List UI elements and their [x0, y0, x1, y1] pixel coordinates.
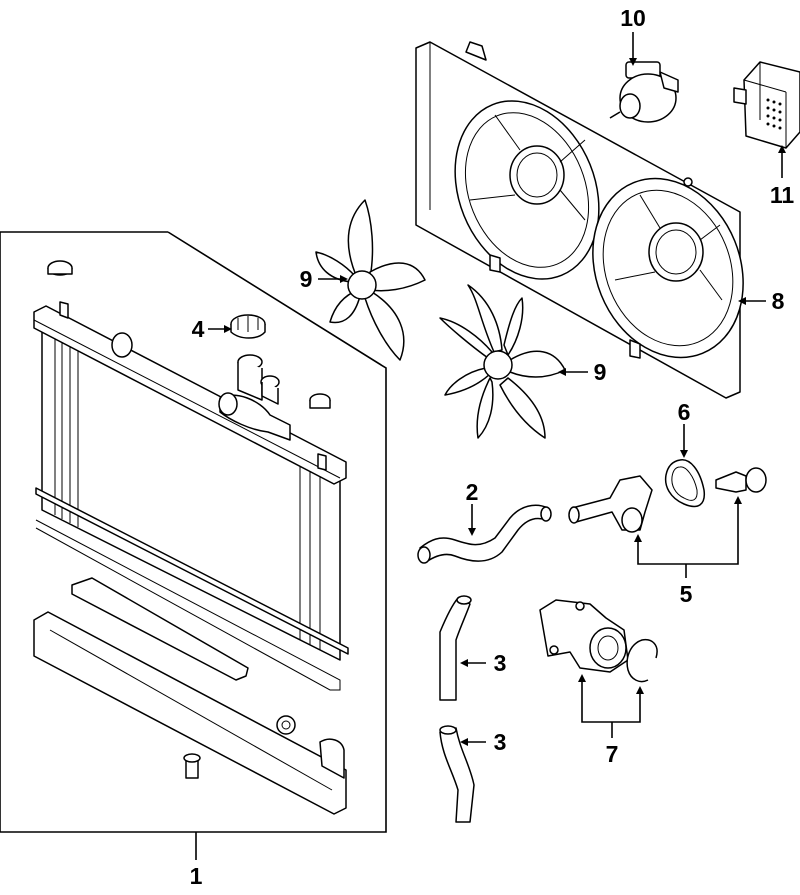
callout-labels: 1 2 3 3 4 5 6 7 8 9 9 10 11: [190, 5, 795, 889]
leader-lines: [208, 32, 786, 746]
radiator-group-outline: [0, 231, 387, 860]
lower-radiator-hose-lower: [439, 725, 475, 823]
callout-7: 7: [606, 741, 619, 767]
callout-2: 2: [466, 479, 479, 505]
callout-1: 1: [190, 863, 203, 889]
thermostat: [539, 599, 629, 673]
callout-3-lower: 3: [494, 729, 507, 755]
outlet-bolt: [715, 467, 767, 493]
callout-3-upper: 3: [494, 650, 507, 676]
outlet-gasket: [664, 459, 706, 508]
upper-radiator-hose: [417, 504, 552, 564]
callout-11: 11: [770, 182, 795, 208]
cooling-fan-lower: [439, 284, 566, 439]
fan-shroud: [415, 41, 744, 399]
radiator: [33, 260, 349, 815]
thermostat-gasket: [626, 638, 658, 683]
radiator-cap: [230, 314, 266, 339]
fan-relay: [733, 61, 800, 149]
water-outlet: [568, 475, 653, 533]
callout-9-upper: 9: [300, 266, 313, 292]
callout-8: 8: [772, 288, 785, 314]
fan-motor: [609, 61, 679, 123]
callout-4: 4: [192, 316, 205, 342]
callout-6: 6: [678, 399, 691, 425]
callout-5: 5: [680, 581, 693, 607]
callout-10: 10: [620, 5, 646, 31]
callout-9-lower: 9: [594, 359, 607, 385]
cooling-fan-upper: [315, 199, 426, 361]
lower-radiator-hose-upper: [439, 595, 472, 701]
